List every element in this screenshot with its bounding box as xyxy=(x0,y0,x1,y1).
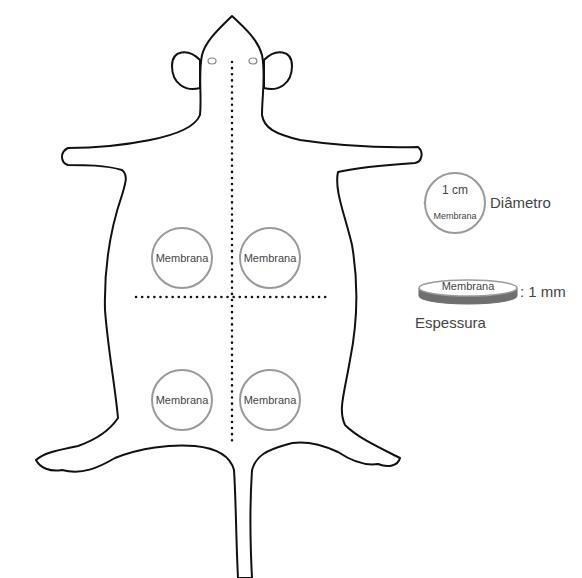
node-text: Membrana xyxy=(156,394,209,406)
disk-top xyxy=(419,280,517,296)
thickness-example-disk: Membrana xyxy=(418,279,518,305)
diameter-example-circle: 1 cm Membrana xyxy=(424,172,486,234)
membrane-circle: Membrana xyxy=(151,227,214,290)
mouse-outline xyxy=(36,16,422,578)
mouse-ear xyxy=(172,52,200,89)
dimension-label: Diâmetro xyxy=(490,194,551,211)
node-text: Membrana xyxy=(244,394,297,406)
membrane-circle: Membrana xyxy=(239,369,302,432)
mouse-ear xyxy=(264,52,292,89)
dimension-label: : 1 mm xyxy=(520,283,566,300)
mouse-eye xyxy=(249,58,257,64)
node-text: Membrana xyxy=(442,280,495,292)
node-text: 1 cm xyxy=(442,184,468,197)
node-text: Membrana xyxy=(156,252,209,264)
membrane-circle: Membrana xyxy=(151,369,214,432)
node-text: Membrana xyxy=(244,252,297,264)
mouse-eye xyxy=(208,58,216,64)
membrane-circle: Membrana xyxy=(239,227,302,290)
midline-dotted xyxy=(231,62,234,442)
waist-dotted xyxy=(136,296,330,299)
node-text: Membrana xyxy=(433,212,476,222)
dimension-label: Espessura xyxy=(415,314,486,331)
